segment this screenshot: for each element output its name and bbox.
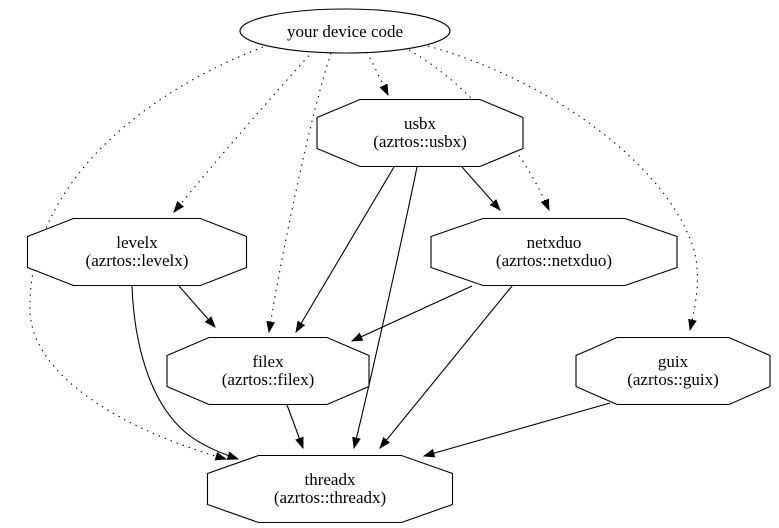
node-label-device: your device code <box>287 22 403 41</box>
edge-usbx-to-netxduo <box>461 166 500 210</box>
node-guix: guix(azrtos::guix) <box>575 336 771 406</box>
node-sublabel-filex: (azrtos::filex) <box>222 370 315 389</box>
node-sublabel-levelx: (azrtos::levelx) <box>86 251 189 270</box>
edge-device-to-threadx <box>29 46 264 459</box>
node-label-levelx: levelx <box>116 233 158 252</box>
node-usbx: usbx(azrtos::usbx) <box>316 98 524 168</box>
edge-device-to-filex <box>269 52 332 332</box>
node-sublabel-usbx: (azrtos::usbx) <box>373 132 466 151</box>
node-device: your device code <box>239 8 451 54</box>
edge-device-to-levelx <box>174 50 314 212</box>
node-sublabel-netxduo: (azrtos::netxduo) <box>496 251 612 270</box>
node-netxduo: netxduo(azrtos::netxduo) <box>430 217 678 287</box>
node-label-usbx: usbx <box>404 114 437 133</box>
node-levelx: levelx(azrtos::levelx) <box>26 217 248 287</box>
node-shape-usbx <box>316 98 524 168</box>
node-shape-levelx <box>26 217 248 287</box>
node-filex: filex(azrtos::filex) <box>166 336 370 406</box>
edge-filex-to-threadx <box>286 404 304 448</box>
node-label-netxduo: netxduo <box>527 233 582 252</box>
edge-levelx-to-filex <box>178 285 215 327</box>
node-shape-device <box>239 8 451 54</box>
node-shape-filex <box>166 336 370 406</box>
edge-netxduo-to-threadx <box>380 285 513 448</box>
node-shape-guix <box>575 336 771 406</box>
node-label-filex: filex <box>252 352 284 371</box>
node-shape-netxduo <box>430 217 678 287</box>
edge-guix-to-threadx <box>424 402 611 456</box>
node-sublabel-guix: (azrtos::guix) <box>627 370 719 389</box>
nodes-layer: your device codeusbx(azrtos::usbx)levelx… <box>26 8 771 524</box>
edge-netxduo-to-filex <box>352 285 473 341</box>
edge-device-to-guix <box>427 45 698 330</box>
node-label-threadx: threadx <box>305 470 356 489</box>
node-threadx: threadx(azrtos::threadx) <box>206 454 454 524</box>
node-sublabel-threadx: (azrtos::threadx) <box>274 488 386 507</box>
edge-device-to-usbx <box>366 51 388 95</box>
edge-usbx-to-filex <box>296 166 395 332</box>
edge-usbx-to-threadx <box>354 166 418 448</box>
node-label-guix: guix <box>658 352 689 371</box>
edge-levelx-to-threadx <box>131 285 238 459</box>
node-shape-threadx <box>206 454 454 524</box>
